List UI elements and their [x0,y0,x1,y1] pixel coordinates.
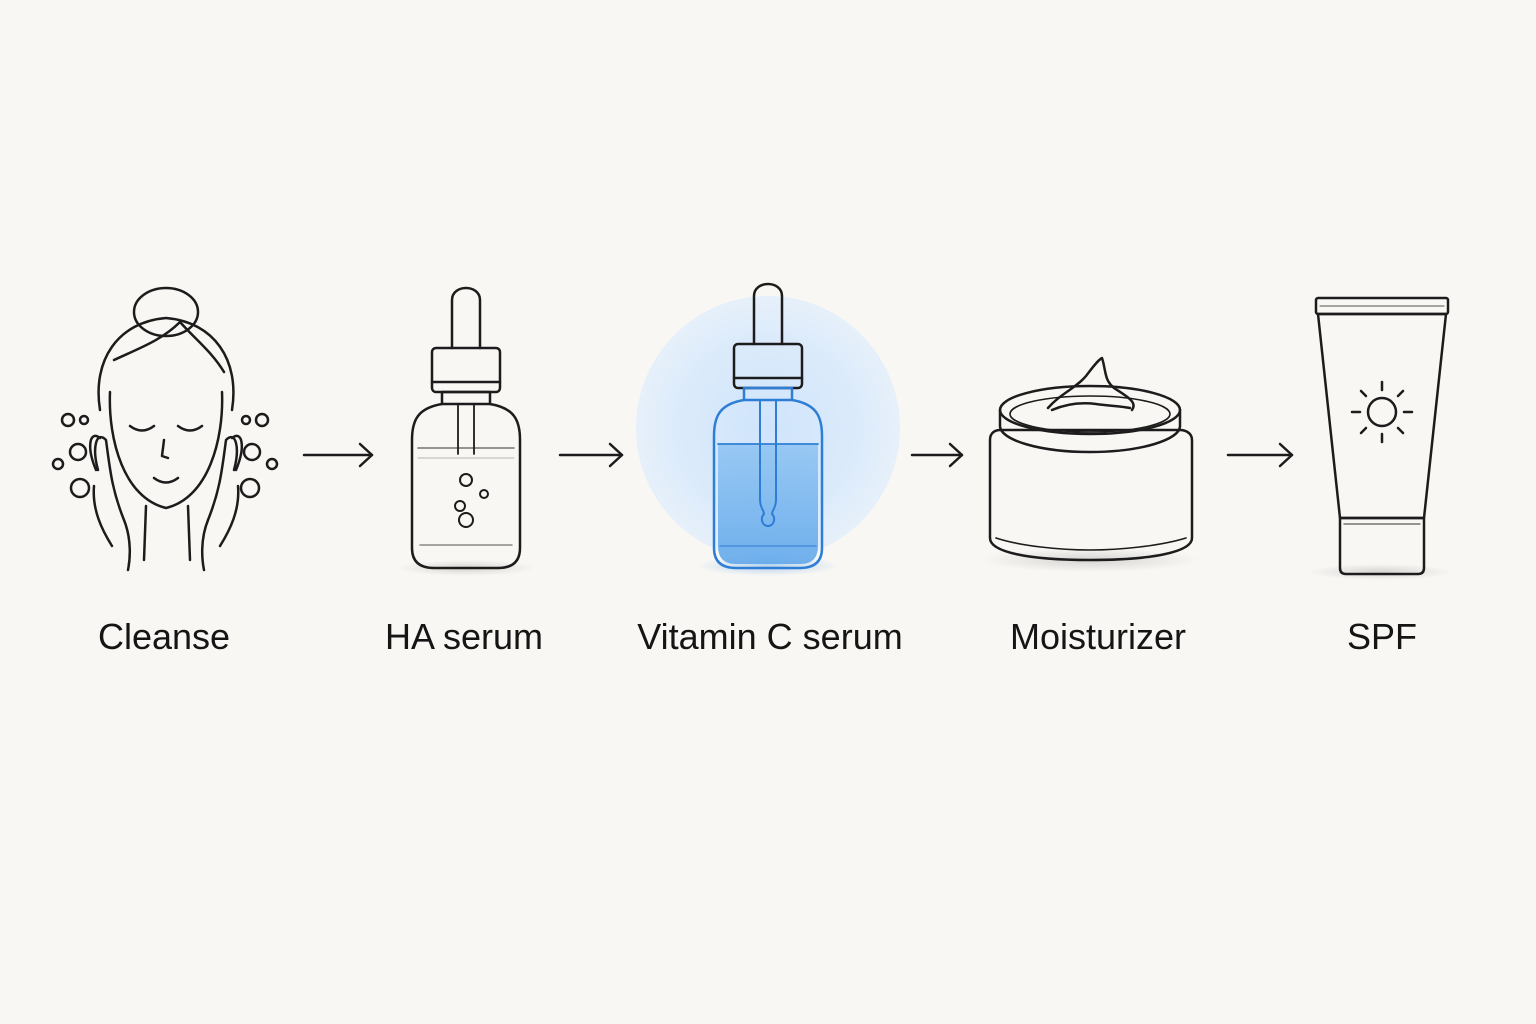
step-label-moisturizer: Moisturizer [1009,616,1187,657]
step-label-spf: SPF [1346,616,1418,657]
arrow-right-icon [302,442,374,468]
dropper-bottle-icon [396,286,536,576]
step-label-ha-serum: HA serum [384,616,544,657]
sunscreen-tube-icon [1308,296,1452,580]
step-label-cleanse: Cleanse [97,616,231,657]
face-washing-icon [51,286,279,572]
dropper-bottle-blue-icon [636,282,900,576]
arrow-right-icon [558,442,624,468]
cream-jar-icon [980,356,1200,572]
arrow-right-icon [910,442,964,468]
arrow-right-icon [1226,442,1294,468]
step-label-vitamin-c-serum: Vitamin C serum [637,616,903,657]
